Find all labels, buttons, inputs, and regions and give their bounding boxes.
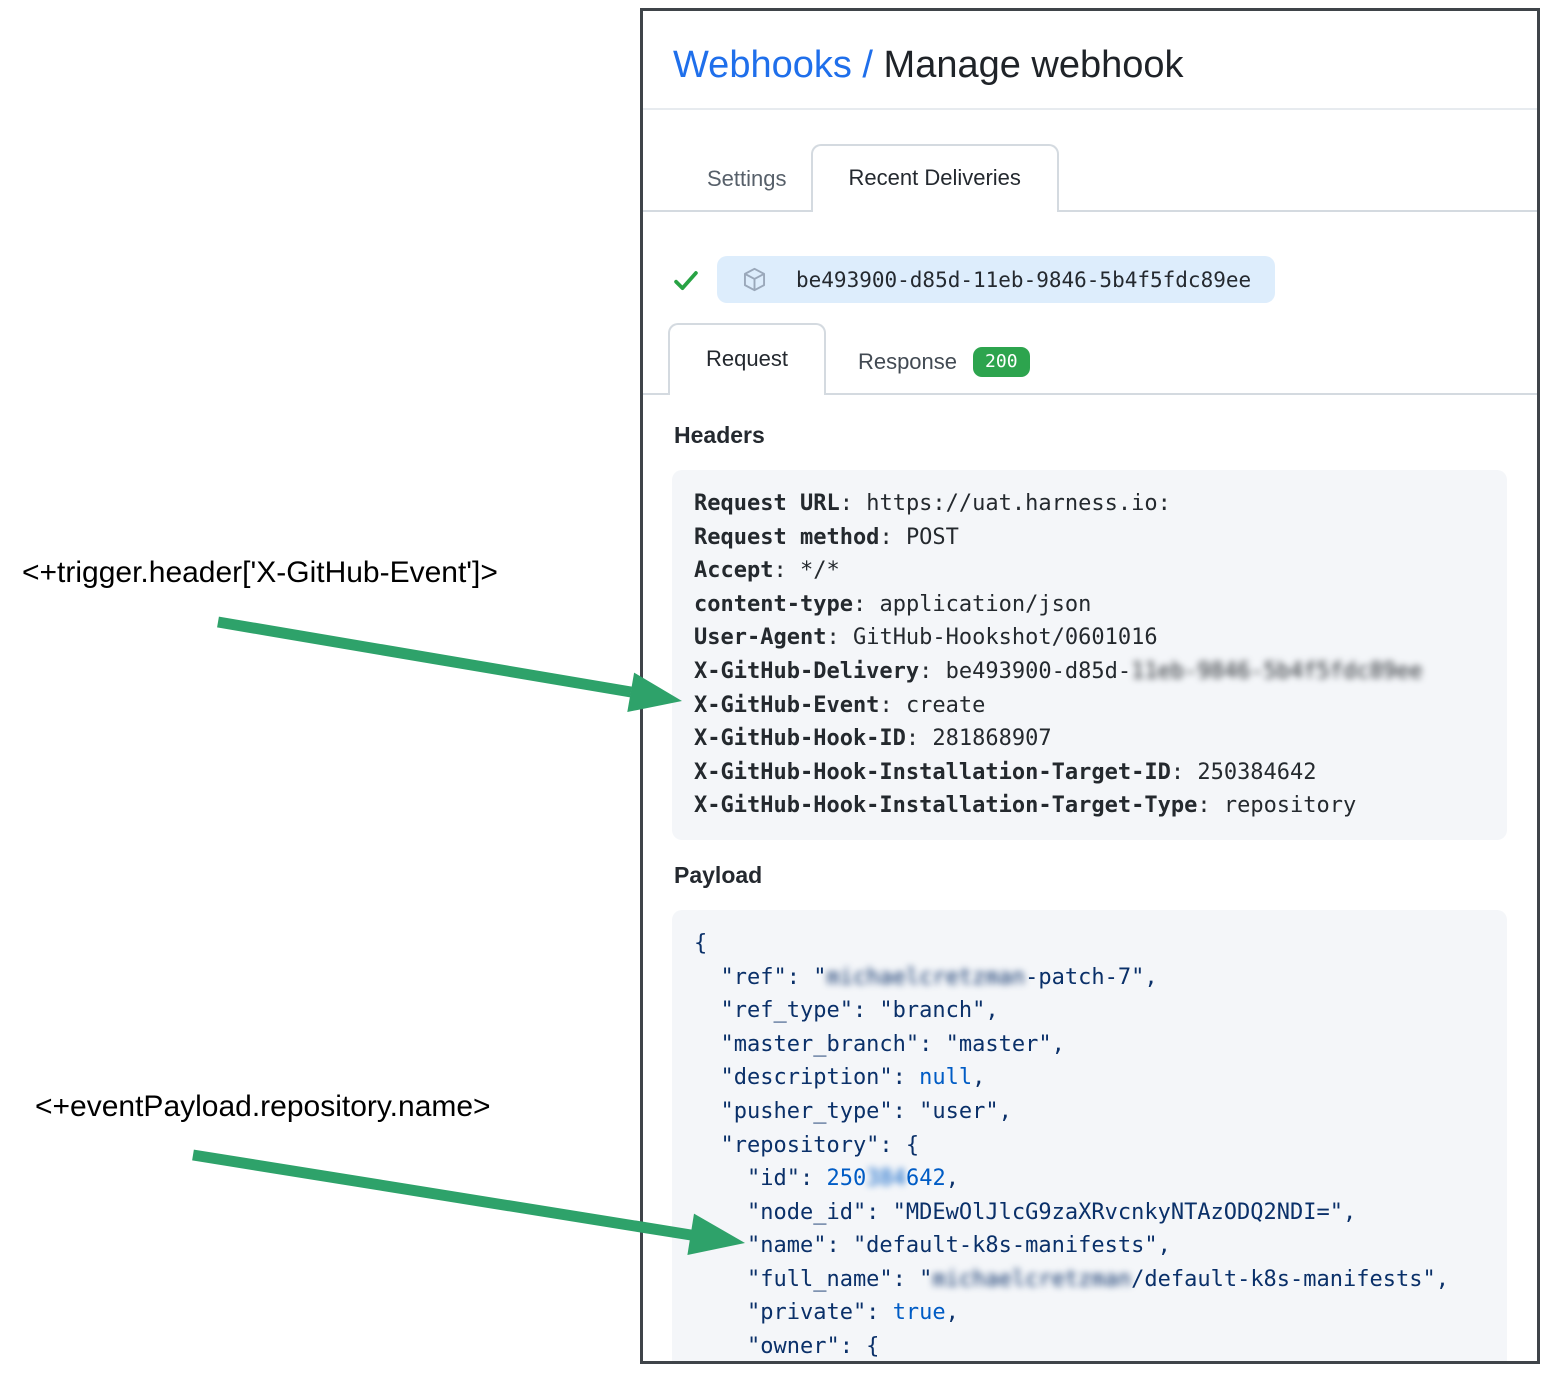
webhook-tabs: Settings Recent Deliveries — [643, 144, 1537, 212]
response-status-badge: 200 — [973, 347, 1030, 377]
tab-response-label: Response — [857, 349, 958, 374]
annotation-payload-expression: <+eventPayload.repository.name> — [35, 1090, 491, 1123]
package-icon — [743, 267, 766, 292]
header-line: X-GitHub-Hook-Installation-Target-Type: … — [694, 793, 1357, 819]
headers-heading: Headers — [674, 422, 765, 448]
header-line: Accept: */* — [694, 558, 840, 584]
payload-line: "pusher_type": "user", — [694, 1098, 1012, 1124]
webhooks-breadcrumb-link[interactable]: Webhooks — [673, 44, 852, 86]
payload-line: "owner": { — [694, 1334, 880, 1360]
page-title-current: Manage webhook — [883, 44, 1184, 86]
payload-line: "repository": { — [694, 1132, 920, 1158]
header-line: X-GitHub-Event: create — [694, 692, 986, 718]
payload-line: "ref": "michaelcretzman-patch-7", — [694, 964, 1158, 990]
arrow-to-x-github-event-icon — [217, 616, 682, 712]
payload-line: "ref_type": "branch", — [694, 998, 999, 1024]
page-title-wrap: Webhooks / Manage webhook — [643, 41, 1537, 110]
annotation-trigger-expression: <+trigger.header['X-GitHub-Event']> — [22, 556, 498, 589]
payload-line: "id": 250384642, — [694, 1166, 959, 1192]
delivery-success-check-icon — [674, 270, 698, 290]
payload-line: "name": "default-k8s-manifests", — [694, 1233, 1171, 1259]
payload-line: "description": null, — [694, 1065, 986, 1091]
manage-webhook-panel: Webhooks / Manage webhook Settings Recen… — [640, 8, 1540, 1364]
header-line: X-GitHub-Delivery: be493900-d85d-11eb-98… — [694, 658, 1423, 684]
payload-line: { — [694, 930, 708, 956]
header-line: X-GitHub-Hook-ID: 281868907 — [694, 726, 1052, 752]
tab-recent-deliveries[interactable]: Recent Deliveries — [810, 144, 1059, 212]
payload-code-block: { "ref": "michaelcretzman-patch-7", "ref… — [672, 909, 1507, 1361]
payload-line: "private": true, — [694, 1300, 959, 1326]
payload-line: "full_name": "michaelcretzman/default-k8… — [694, 1266, 1449, 1292]
delivery-detail-tabs: Request Response 200 — [643, 323, 1537, 395]
header-line: User-Agent: GitHub-Hookshot/0601016 — [694, 625, 1158, 651]
headers-code-block: Request URL: https://uat.harness.io: Requ… — [672, 470, 1507, 840]
tab-settings[interactable]: Settings — [707, 166, 787, 191]
payload-line: "master_branch": "master", — [694, 1031, 1065, 1057]
payload-line: "node_id": "MDEwOlJlcG9zaXRvcnkyNTAzODQ2… — [694, 1199, 1357, 1225]
delivery-row: be493900-d85d-11eb-9846-5b4f5fdc89ee — [672, 256, 1537, 303]
payload-heading: Payload — [674, 861, 763, 888]
header-line: Request method: POST — [694, 524, 959, 550]
header-line: content-type: application/json — [694, 591, 1092, 617]
header-line: X-GitHub-Hook-Installation-Target-ID: 25… — [694, 759, 1317, 785]
tab-response[interactable]: Response 200 — [834, 331, 1054, 393]
page-title: Webhooks / Manage webhook — [673, 41, 1537, 89]
delivery-id-pill[interactable]: be493900-d85d-11eb-9846-5b4f5fdc89ee — [717, 256, 1276, 303]
header-line: Request URL: https://uat.harness.io: — [694, 491, 1171, 516]
tab-request[interactable]: Request — [668, 323, 826, 395]
breadcrumb-separator: / — [862, 44, 873, 86]
delivery-id: be493900-d85d-11eb-9846-5b4f5fdc89ee — [796, 267, 1252, 292]
